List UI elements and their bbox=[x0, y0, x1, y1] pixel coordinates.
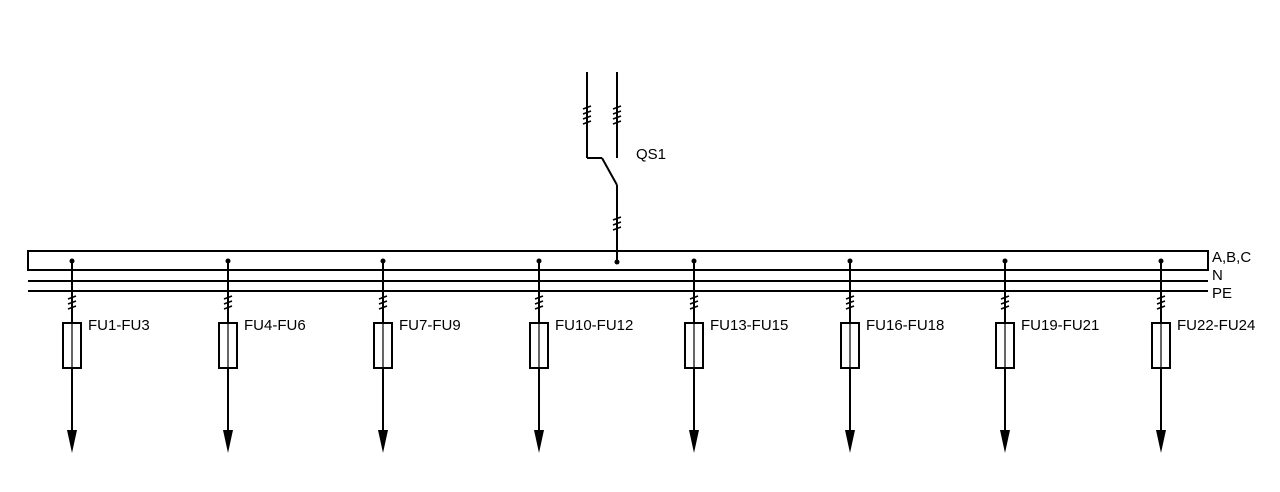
outgoing-arrow-icon bbox=[67, 430, 77, 453]
outgoing-arrow-icon bbox=[1156, 430, 1166, 453]
multi-conductor-tick bbox=[223, 295, 233, 310]
multi-conductor-tick bbox=[534, 295, 544, 310]
outgoing-arrow-icon bbox=[223, 430, 233, 453]
fuse-label: FU1-FU3 bbox=[88, 317, 150, 334]
switch-label: QS1 bbox=[636, 146, 666, 163]
outgoing-arrow-icon bbox=[378, 430, 388, 453]
busbar-system: A,B,C N PE bbox=[27, 249, 1251, 302]
multi-conductor-tick bbox=[845, 295, 855, 310]
outgoing-arrow-icon bbox=[689, 430, 699, 453]
multi-conductor-tick bbox=[67, 295, 77, 310]
fuse-label: FU16-FU18 bbox=[866, 317, 944, 334]
feeder: FU16-FU18 bbox=[840, 258, 944, 453]
feeder: FU19-FU21 bbox=[995, 258, 1099, 453]
feeder: FU7-FU9 bbox=[373, 258, 461, 453]
pe-busbar-label: PE bbox=[1212, 285, 1232, 302]
incoming-switch-qs1: QS1 bbox=[582, 72, 666, 265]
phase-busbar bbox=[27, 250, 1209, 271]
outgoing-arrow-icon bbox=[534, 430, 544, 453]
multi-conductor-tick bbox=[1156, 295, 1166, 310]
outgoing-arrow-icon bbox=[845, 430, 855, 453]
fuse-label: FU7-FU9 bbox=[399, 317, 461, 334]
fuse-label: FU19-FU21 bbox=[1021, 317, 1099, 334]
multi-conductor-tick bbox=[689, 295, 699, 310]
feeder: FU13-FU15 bbox=[684, 258, 788, 453]
feeder: FU4-FU6 bbox=[218, 258, 306, 453]
feeder: FU1-FU3 bbox=[62, 258, 150, 453]
phase-busbar-label: A,B,C bbox=[1212, 249, 1251, 266]
fuse-label: FU10-FU12 bbox=[555, 317, 633, 334]
multi-conductor-tick-lower bbox=[612, 216, 622, 231]
feeder: FU10-FU12 bbox=[529, 258, 633, 453]
outgoing-feeders: FU1-FU3 FU4-FU6 FU7-FU9 FU10-FU12 FU13-FU15 F… bbox=[62, 258, 1255, 453]
outgoing-arrow-icon bbox=[1000, 430, 1010, 453]
fuse-label: FU4-FU6 bbox=[244, 317, 306, 334]
feeder: FU22-FU24 bbox=[1151, 258, 1255, 453]
switch-blade bbox=[601, 157, 618, 186]
switch-bus-junction bbox=[614, 259, 620, 265]
fuse-label: FU22-FU24 bbox=[1177, 317, 1255, 334]
multi-conductor-tick-left bbox=[582, 105, 592, 125]
multi-conductor-tick bbox=[1000, 295, 1010, 310]
multi-conductor-tick-right bbox=[612, 105, 622, 125]
multi-conductor-tick bbox=[378, 295, 388, 310]
neutral-busbar-label: N bbox=[1212, 267, 1223, 284]
fuse-label: FU13-FU15 bbox=[710, 317, 788, 334]
